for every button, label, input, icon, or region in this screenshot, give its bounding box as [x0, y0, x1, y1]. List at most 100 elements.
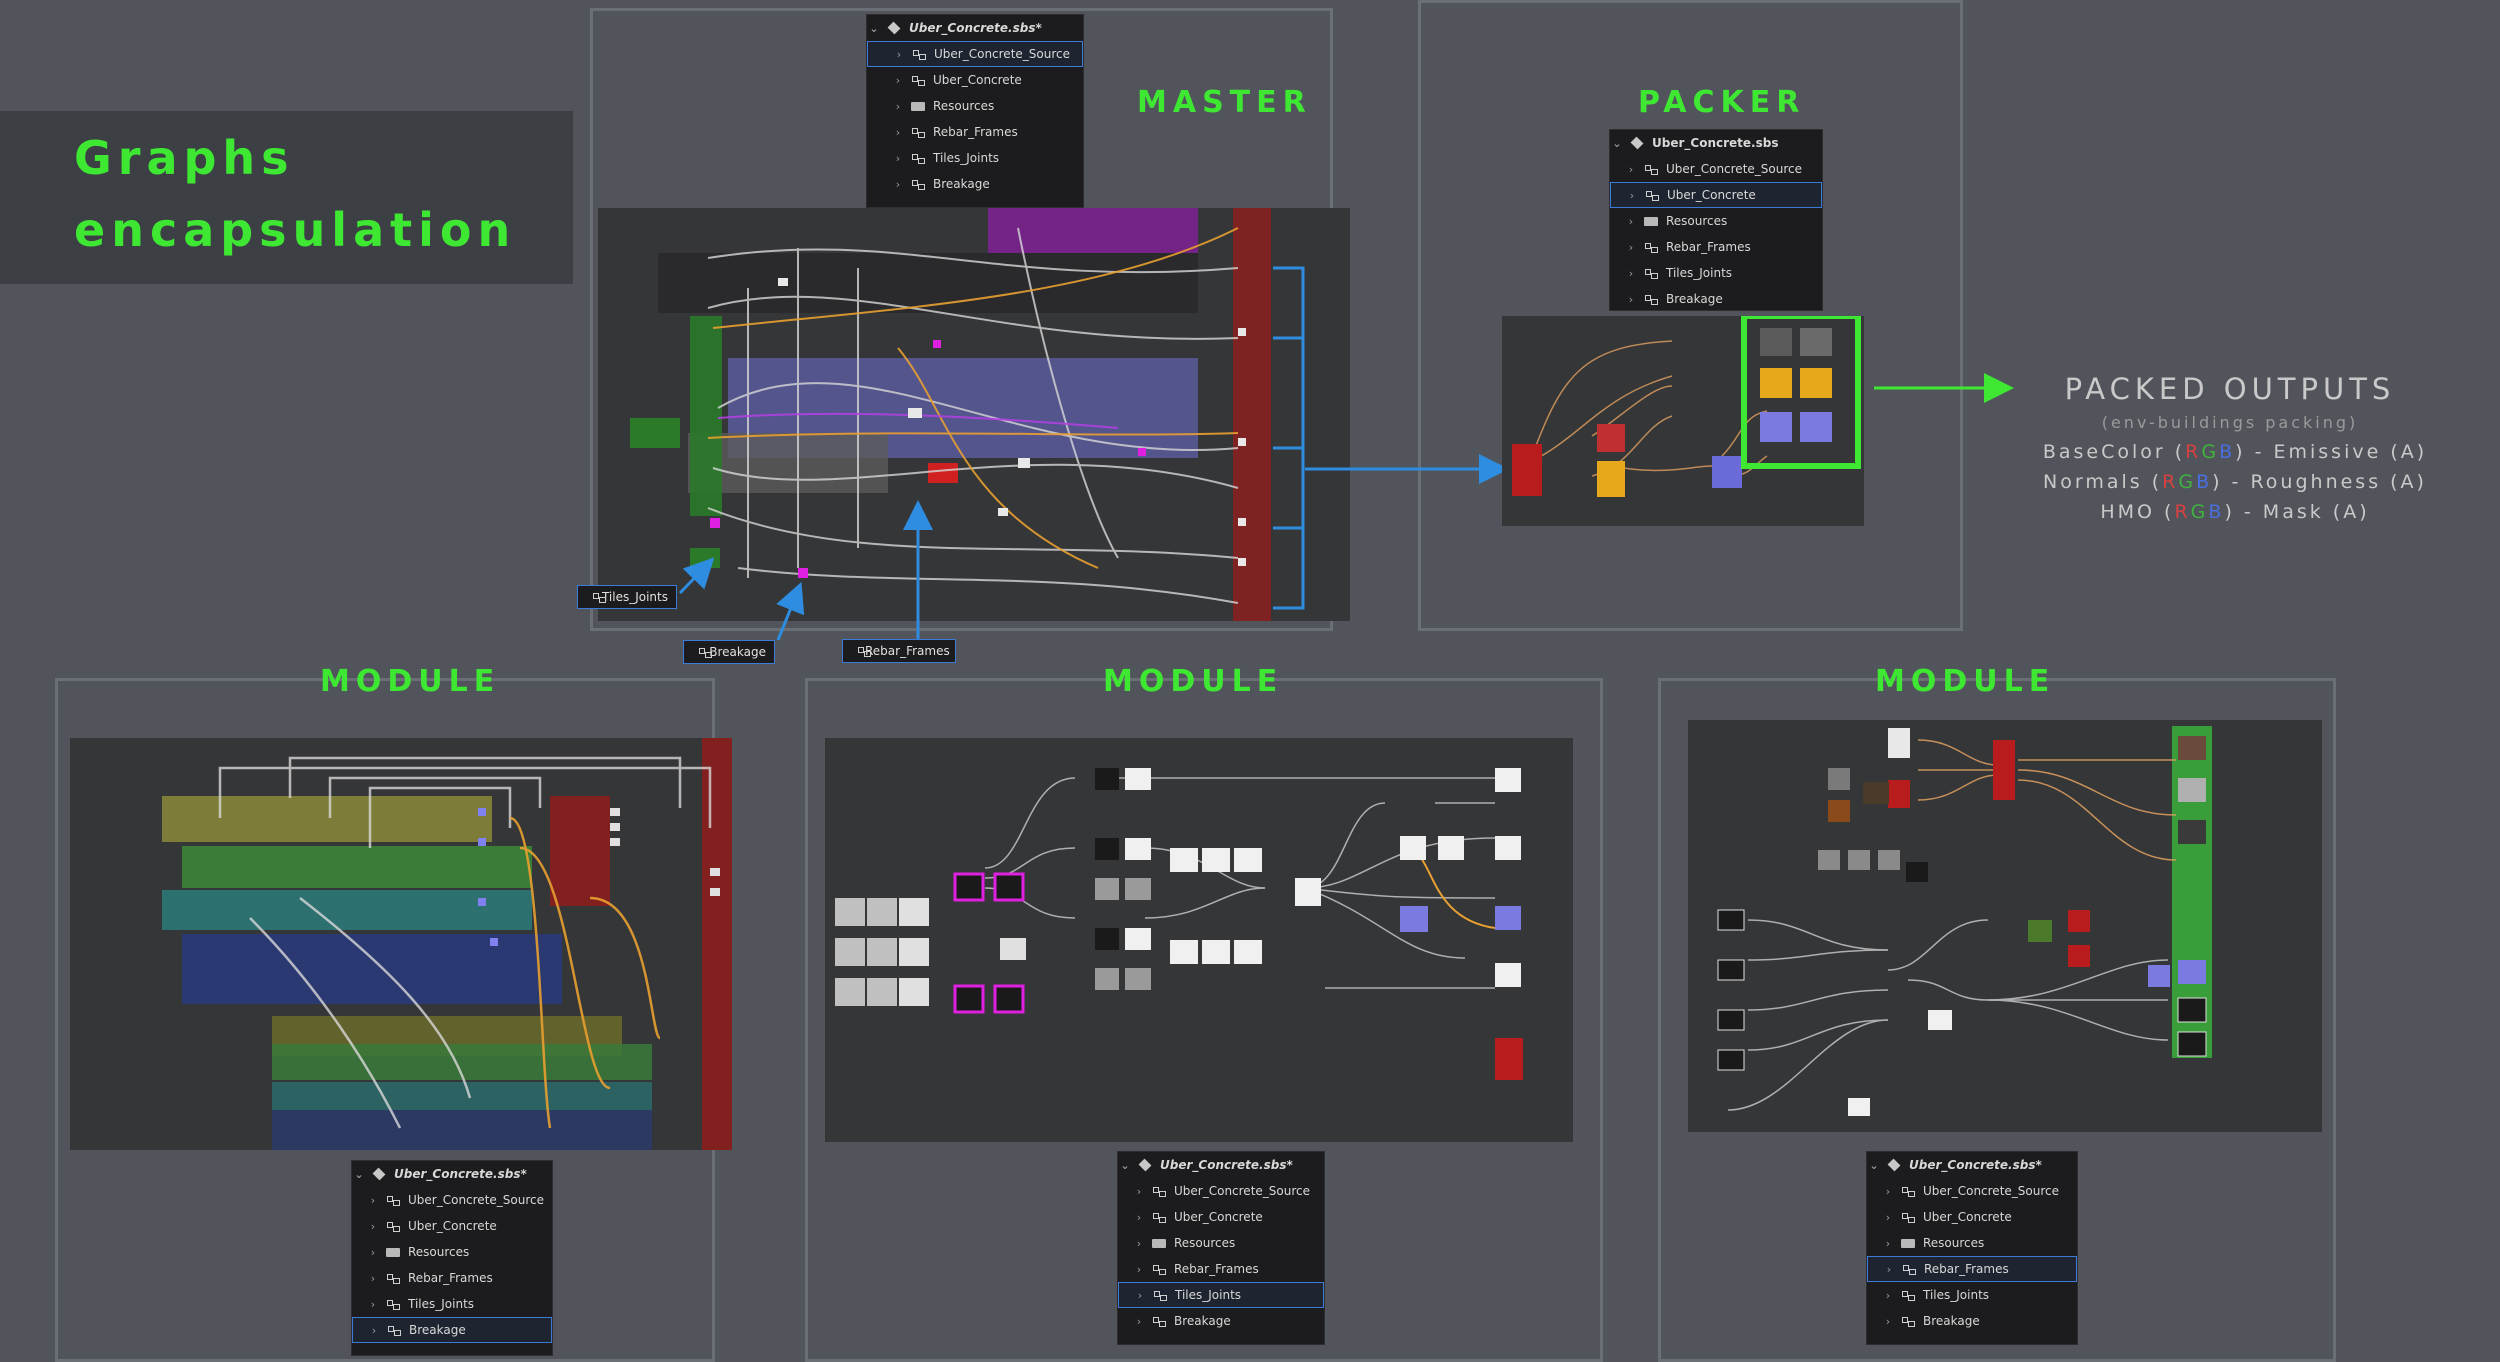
chevron-down-icon[interactable]: ⌄	[869, 21, 879, 35]
chevron-right-icon[interactable]: ›	[895, 99, 901, 113]
chevron-right-icon[interactable]: ›	[1628, 266, 1634, 280]
chevron-right-icon[interactable]: ›	[1628, 162, 1634, 176]
chevron-right-icon[interactable]: ›	[895, 73, 901, 87]
graph-icon	[912, 48, 926, 60]
chevron-down-icon[interactable]: ⌄	[1869, 1158, 1879, 1172]
chevron-right-icon[interactable]: ›	[1136, 1236, 1142, 1250]
chevron-right-icon[interactable]: ›	[370, 1219, 376, 1233]
packer-frame	[1418, 0, 1963, 631]
explorer-item-source[interactable]: ›Uber_Concrete_Source	[1610, 156, 1822, 182]
explorer-item-rebar[interactable]: ›Rebar_Frames	[1118, 1256, 1324, 1282]
explorer-root[interactable]: ⌄Uber_Concrete.sbs	[1610, 130, 1822, 156]
chevron-down-icon[interactable]: ⌄	[1120, 1158, 1130, 1172]
chevron-right-icon[interactable]: ›	[1136, 1314, 1142, 1328]
chevron-right-icon[interactable]: ›	[1885, 1210, 1891, 1224]
explorer-item-main[interactable]: ›Uber_Concrete	[1118, 1204, 1324, 1230]
chevron-right-icon[interactable]: ›	[1629, 188, 1635, 202]
explorer-item-main[interactable]: ›Uber_Concrete	[1867, 1204, 2077, 1230]
module-mid-explorer[interactable]: ⌄Uber_Concrete.sbs* ›Uber_Concrete_Sourc…	[1117, 1151, 1325, 1345]
explorer-item-tiles[interactable]: ›Tiles_Joints	[1867, 1282, 2077, 1308]
explorer-item-tiles[interactable]: ›Tiles_Joints	[352, 1291, 552, 1317]
packer-explorer[interactable]: ⌄Uber_Concrete.sbs ›Uber_Concrete_Source…	[1609, 129, 1823, 311]
module-left-explorer[interactable]: ⌄Uber_Concrete.sbs* ›Uber_Concrete_Sourc…	[351, 1160, 553, 1356]
explorer-item-source[interactable]: ›Uber_Concrete_Source	[1867, 1178, 2077, 1204]
chevron-right-icon[interactable]: ›	[1628, 292, 1634, 306]
explorer-item-main[interactable]: ›Uber_Concrete	[867, 67, 1083, 93]
explorer-item-main[interactable]: ›Uber_Concrete	[1610, 182, 1822, 208]
chevron-right-icon[interactable]: ›	[895, 151, 901, 165]
chevron-right-icon[interactable]: ›	[370, 1245, 376, 1259]
chevron-right-icon[interactable]: ›	[895, 125, 901, 139]
module-right-graph-canvas	[1717, 726, 2212, 1116]
explorer-item-rebar[interactable]: ›Rebar_Frames	[1867, 1256, 2077, 1282]
explorer-item-rebar[interactable]: ›Rebar_Frames	[352, 1265, 552, 1291]
chevron-down-icon[interactable]: ⌄	[1612, 136, 1622, 150]
graph-icon	[1901, 1185, 1915, 1197]
chevron-right-icon[interactable]: ›	[370, 1193, 376, 1207]
chevron-right-icon[interactable]: ›	[1136, 1184, 1142, 1198]
graph-icon	[911, 126, 925, 138]
explorer-item-breakage[interactable]: ›Breakage	[867, 171, 1083, 197]
module-right-explorer[interactable]: ⌄Uber_Concrete.sbs* ›Uber_Concrete_Sourc…	[1866, 1151, 2078, 1345]
chevron-right-icon[interactable]: ›	[370, 1297, 376, 1311]
explorer-item-main[interactable]: ›Uber_Concrete	[352, 1213, 552, 1239]
master-explorer[interactable]: ⌄Uber_Concrete.sbs* ›Uber_Concrete_Sourc…	[866, 14, 1084, 208]
explorer-root[interactable]: ⌄Uber_Concrete.sbs*	[867, 15, 1083, 41]
explorer-root[interactable]: ⌄Uber_Concrete.sbs*	[1867, 1152, 2077, 1178]
callout-breakage[interactable]: Breakage	[683, 640, 775, 664]
explorer-item-source[interactable]: ›Uber_Concrete_Source	[867, 41, 1083, 67]
explorer-item-breakage[interactable]: ›Breakage	[1118, 1308, 1324, 1334]
chevron-right-icon[interactable]: ›	[370, 1271, 376, 1285]
packer-graph-canvas	[1512, 316, 1861, 497]
module-left-graph-view[interactable]	[70, 738, 732, 1150]
chevron-right-icon[interactable]: ›	[1885, 1184, 1891, 1198]
chevron-right-icon[interactable]: ›	[895, 177, 901, 191]
callout-tiles[interactable]: Tiles_Joints	[577, 585, 677, 609]
graph-icon	[1901, 1211, 1915, 1223]
packer-graph-view[interactable]	[1502, 316, 1864, 526]
explorer-item-resources[interactable]: ›Resources	[1118, 1230, 1324, 1256]
explorer-item-tiles[interactable]: ›Tiles_Joints	[1118, 1282, 1324, 1308]
explorer-item-resources[interactable]: ›Resources	[867, 93, 1083, 119]
explorer-root[interactable]: ⌄Uber_Concrete.sbs*	[352, 1161, 552, 1187]
chevron-right-icon[interactable]: ›	[1137, 1288, 1143, 1302]
explorer-item-breakage[interactable]: ›Breakage	[352, 1317, 552, 1343]
chevron-right-icon[interactable]: ›	[1885, 1288, 1891, 1302]
graph-icon	[911, 74, 925, 86]
chevron-right-icon[interactable]: ›	[1886, 1262, 1892, 1276]
module-right-graph-view[interactable]	[1688, 720, 2322, 1132]
graph-icon	[1901, 1289, 1915, 1301]
graph-icon	[911, 152, 925, 164]
explorer-root[interactable]: ⌄Uber_Concrete.sbs*	[1118, 1152, 1324, 1178]
module-mid-graph-view[interactable]	[825, 738, 1573, 1142]
explorer-item-resources[interactable]: ›Resources	[352, 1239, 552, 1265]
chevron-right-icon[interactable]: ›	[1628, 240, 1634, 254]
chevron-right-icon[interactable]: ›	[1885, 1314, 1891, 1328]
graph-icon	[1644, 163, 1658, 175]
graph-icon	[1152, 1315, 1166, 1327]
explorer-item-source[interactable]: ›Uber_Concrete_Source	[1118, 1178, 1324, 1204]
explorer-item-tiles[interactable]: ›Tiles_Joints	[867, 145, 1083, 171]
callout-rebar[interactable]: Rebar_Frames	[842, 639, 956, 663]
explorer-item-breakage[interactable]: ›Breakage	[1867, 1308, 2077, 1334]
explorer-item-resources[interactable]: ›Resources	[1867, 1230, 2077, 1256]
master-graph-view[interactable]	[598, 208, 1350, 621]
chevron-right-icon[interactable]: ›	[371, 1323, 377, 1337]
graph-icon	[592, 591, 606, 603]
chevron-right-icon[interactable]: ›	[1885, 1236, 1891, 1250]
chevron-right-icon[interactable]: ›	[896, 47, 902, 61]
chevron-right-icon[interactable]: ›	[1136, 1210, 1142, 1224]
package-icon	[1138, 1158, 1152, 1172]
explorer-item-tiles[interactable]: ›Tiles_Joints	[1610, 260, 1822, 286]
explorer-item-resources[interactable]: ›Resources	[1610, 208, 1822, 234]
chevron-right-icon[interactable]: ›	[1136, 1262, 1142, 1276]
explorer-item-rebar[interactable]: ›Rebar_Frames	[1610, 234, 1822, 260]
explorer-item-rebar[interactable]: ›Rebar_Frames	[867, 119, 1083, 145]
chevron-down-icon[interactable]: ⌄	[354, 1167, 364, 1181]
explorer-item-breakage[interactable]: ›Breakage	[1610, 286, 1822, 312]
graph-icon	[386, 1272, 400, 1284]
explorer-item-source[interactable]: ›Uber_Concrete_Source	[352, 1187, 552, 1213]
module-left-heading: MODULE	[320, 664, 501, 699]
chevron-right-icon[interactable]: ›	[1628, 214, 1634, 228]
